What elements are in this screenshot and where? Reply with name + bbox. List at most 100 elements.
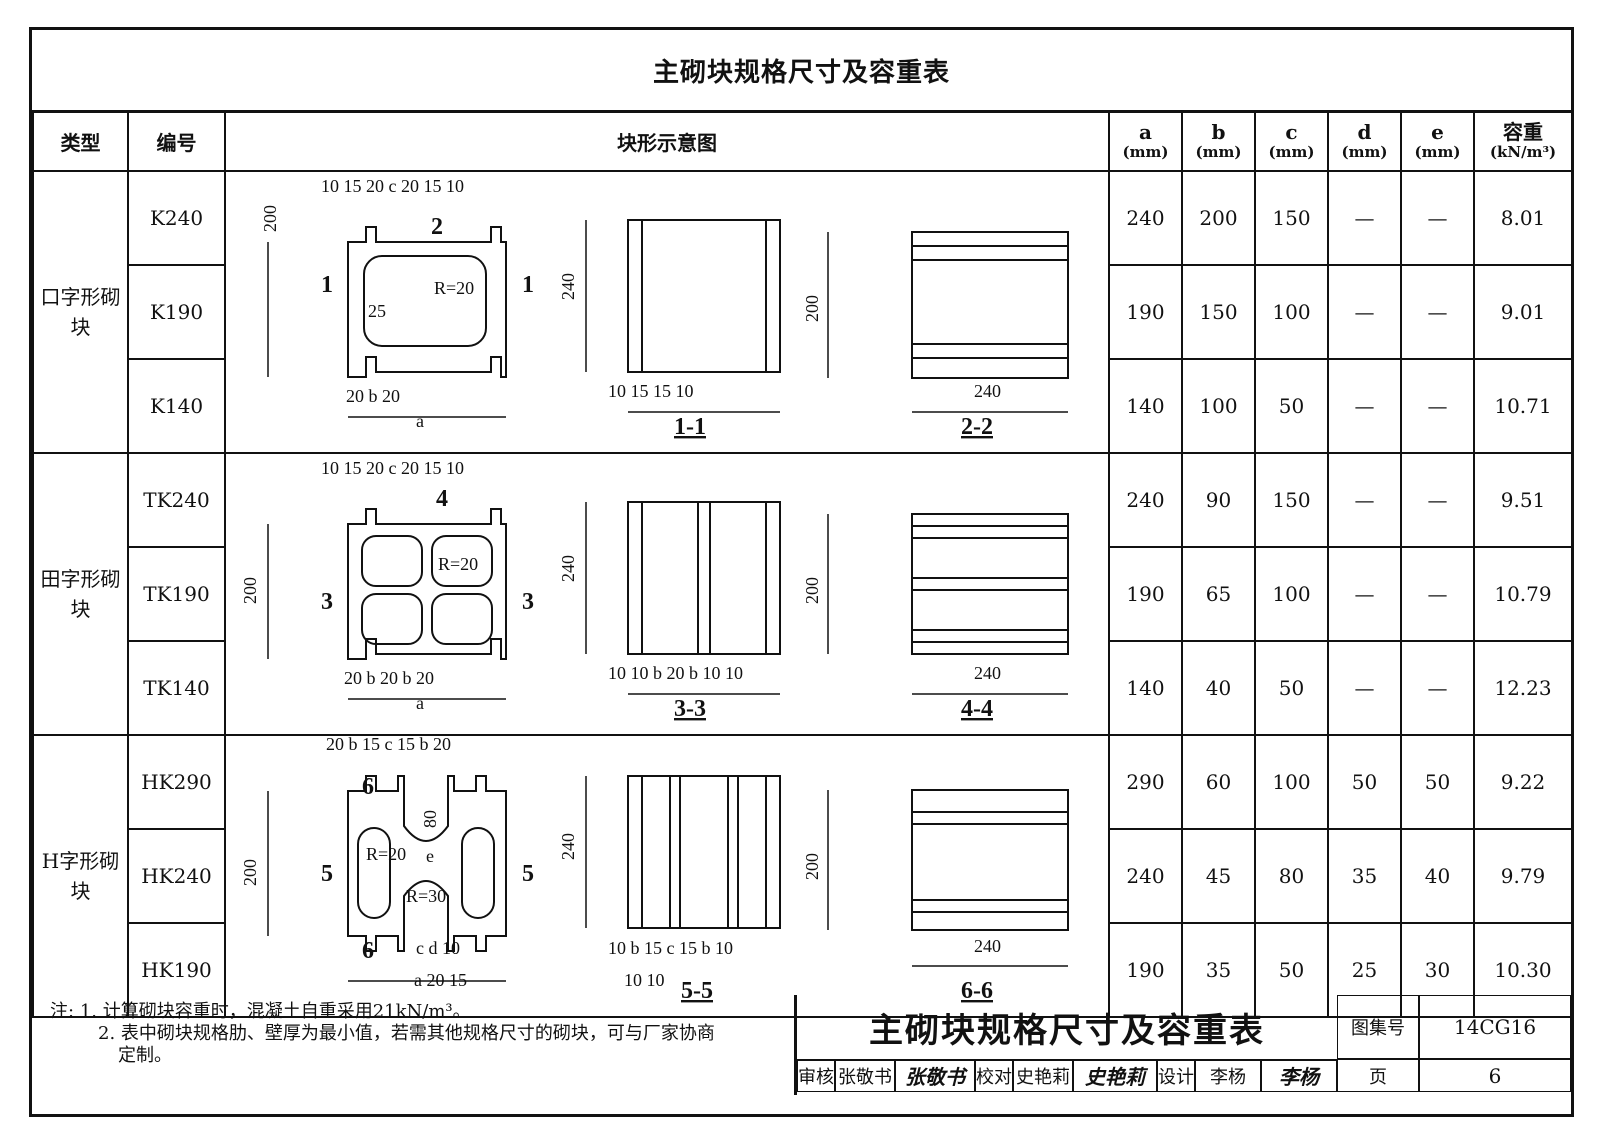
table-row: 口字形砌块 K240 10 15 20 c 20 15 10 200 R=20 … bbox=[32, 170, 1573, 454]
sec1-bottom: 10 15 15 10 bbox=[608, 381, 694, 401]
cell-a: 240 bbox=[1108, 828, 1183, 924]
plan-radius2: R=30 bbox=[406, 886, 446, 906]
cell-b: 40 bbox=[1181, 640, 1256, 736]
cut-label: 1 bbox=[522, 272, 534, 298]
header-density: 容重(kN/m³) bbox=[1473, 110, 1573, 172]
section-1-1 bbox=[585, 219, 781, 413]
cell-e: — bbox=[1400, 170, 1475, 266]
plan-bottom-dims: 20 b 20 bbox=[346, 386, 400, 406]
section-label: 1-1 bbox=[674, 414, 706, 440]
sec4-height: 200 bbox=[802, 577, 822, 604]
cell-c: 100 bbox=[1254, 264, 1329, 360]
cell-d: — bbox=[1327, 170, 1402, 266]
figure-cell-k: 10 15 20 c 20 15 10 200 R=20 25 20 b 20 … bbox=[224, 170, 1110, 454]
plan-height: 200 bbox=[240, 577, 260, 604]
cut-label: 4 bbox=[436, 486, 448, 512]
table-row: H字形砌块 HK290 20 b 15 c 15 b 20 200 R=20 R… bbox=[32, 734, 1573, 1018]
cell-b: 150 bbox=[1181, 264, 1256, 360]
table-row: HK190 190 35 50 25 30 10.30 bbox=[33, 922, 1573, 1018]
cell-e: 40 bbox=[1400, 828, 1475, 924]
code-cell: K190 bbox=[127, 264, 226, 360]
plan-radius: R=20 bbox=[438, 554, 478, 574]
drawing-frame: 主砌块规格尺寸及容重表 类型 编号 块形示意图 a(mm) b(mm) c(mm… bbox=[29, 27, 1574, 1117]
cell-d: 35 bbox=[1327, 828, 1402, 924]
hk-block-diagram: 20 b 15 c 15 b 20 200 R=20 R=30 80 e c d… bbox=[240, 736, 1069, 1004]
cell-c: 50 bbox=[1254, 640, 1329, 736]
plan-top-dims: 10 15 20 c 20 15 10 bbox=[321, 176, 464, 196]
designer-name: 李杨 bbox=[1195, 1059, 1261, 1092]
cell-c: 80 bbox=[1254, 828, 1329, 924]
sec5-height: 240 bbox=[558, 833, 578, 860]
cell-a: 290 bbox=[1108, 734, 1183, 830]
header-figure: 块形示意图 bbox=[224, 110, 1110, 172]
figure-cell-hk: 20 b 15 c 15 b 20 200 R=20 R=30 80 e c d… bbox=[224, 734, 1110, 1018]
note-2-cont: 定制。 bbox=[118, 1045, 172, 1066]
plan-bottom-dims: 20 b 20 b 20 bbox=[344, 668, 434, 688]
cell-density: 8.01 bbox=[1473, 170, 1573, 266]
plan-radius: R=20 bbox=[366, 844, 406, 864]
cell-density: 9.22 bbox=[1473, 734, 1573, 830]
type-cell: 口字形砌块 bbox=[32, 170, 129, 454]
cut-label: 3 bbox=[321, 589, 333, 615]
cell-a: 240 bbox=[1108, 452, 1183, 548]
table-row: K190 190 150 100 — — 9.01 bbox=[33, 264, 1573, 360]
cell-c: 50 bbox=[1254, 922, 1329, 1018]
code-cell: HK240 bbox=[127, 828, 226, 924]
table-row: K140 140 100 50 — — 10.71 bbox=[33, 358, 1573, 454]
code-cell: HK190 bbox=[127, 922, 226, 1018]
cell-a: 190 bbox=[1108, 546, 1183, 642]
cell-c: 100 bbox=[1254, 546, 1329, 642]
header-c: c(mm) bbox=[1254, 110, 1329, 172]
cell-a: 190 bbox=[1108, 264, 1183, 360]
sec4-width: 240 bbox=[974, 663, 1001, 683]
section-label: 5-5 bbox=[681, 978, 713, 1004]
sec6-width: 240 bbox=[974, 936, 1001, 956]
title-block-title: 主砌块规格尺寸及容重表 bbox=[797, 995, 1337, 1061]
cell-b: 45 bbox=[1181, 828, 1256, 924]
cell-d: 50 bbox=[1327, 734, 1402, 830]
title-block: 主砌块规格尺寸及容重表 图集号 14CG16 审核 张敬书 张敬书 校对 史艳莉… bbox=[794, 995, 1574, 1095]
cell-d: — bbox=[1327, 452, 1402, 548]
type-cell: H字形砌块 bbox=[32, 734, 129, 1018]
design-label: 设计 bbox=[1157, 1059, 1195, 1092]
designer-signature: 李杨 bbox=[1261, 1059, 1337, 1092]
cell-a: 140 bbox=[1108, 358, 1183, 454]
reviewer-signature: 张敬书 bbox=[895, 1059, 975, 1092]
cell-c: 100 bbox=[1254, 734, 1329, 830]
plan-overall-w: a 20 15 bbox=[414, 970, 467, 990]
cell-d: — bbox=[1327, 264, 1402, 360]
cell-e: — bbox=[1400, 640, 1475, 736]
checker-name: 史艳莉 bbox=[1013, 1059, 1073, 1092]
cell-e: — bbox=[1400, 264, 1475, 360]
plan-view bbox=[347, 508, 507, 660]
cell-e: 50 bbox=[1400, 734, 1475, 830]
table-row: 田字形砌块 TK240 10 15 20 c 20 15 10 200 R=20 bbox=[32, 452, 1573, 736]
tk-block-diagram: 10 15 20 c 20 15 10 200 R=20 20 b 20 b 2… bbox=[240, 458, 1069, 722]
cell-density: 9.51 bbox=[1473, 452, 1573, 548]
code-cell: HK290 bbox=[127, 734, 226, 830]
sec2-width: 240 bbox=[974, 381, 1001, 401]
table-row: HK240 240 45 80 35 40 9.79 bbox=[33, 828, 1573, 924]
cell-d: 25 bbox=[1327, 922, 1402, 1018]
section-2-2 bbox=[827, 231, 1069, 413]
header-row: 类型 编号 块形示意图 a(mm) b(mm) c(mm) d(mm) e(mm… bbox=[32, 110, 1573, 172]
type-cell: 田字形砌块 bbox=[32, 452, 129, 736]
atlas-number: 14CG16 bbox=[1419, 995, 1571, 1059]
sec3-bottom: 10 10 b 20 b 10 10 bbox=[608, 663, 743, 683]
header-type: 类型 bbox=[32, 110, 129, 172]
cell-b: 60 bbox=[1181, 734, 1256, 830]
cell-density: 10.79 bbox=[1473, 546, 1573, 642]
note-1: 注: 1. 计算砌块容重时，混凝土自重采用21kN/m³。 bbox=[50, 1001, 471, 1022]
section-5-5 bbox=[585, 775, 781, 929]
reviewer-name: 张敬书 bbox=[835, 1059, 895, 1092]
cell-a: 140 bbox=[1108, 640, 1183, 736]
section-label: 4-4 bbox=[961, 696, 993, 722]
header-code: 编号 bbox=[127, 110, 226, 172]
header-e: e(mm) bbox=[1400, 110, 1475, 172]
plan-overall-w: a bbox=[416, 411, 424, 431]
cut-label: 1 bbox=[321, 272, 333, 298]
cell-e: — bbox=[1400, 358, 1475, 454]
plan-overall-w: a bbox=[416, 693, 424, 713]
cut-label: 5 bbox=[522, 861, 534, 887]
cell-density: 10.71 bbox=[1473, 358, 1573, 454]
